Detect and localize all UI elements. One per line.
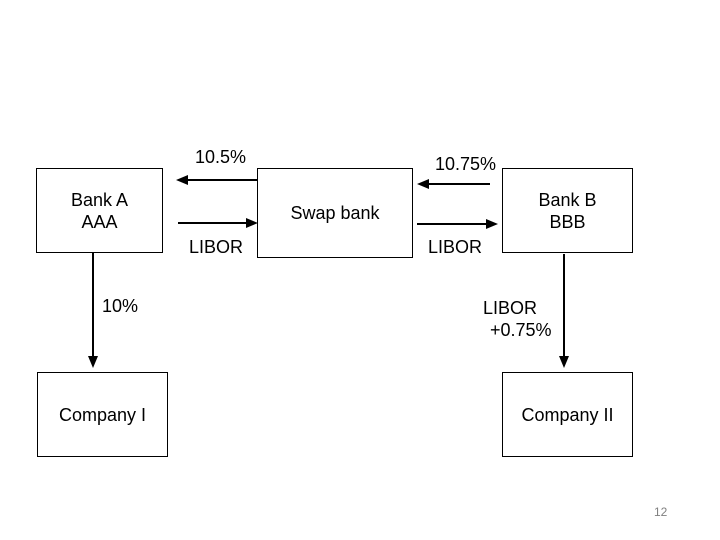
bank-b-rating: BBB: [549, 211, 586, 232]
rate-label-company-2-line1: LIBOR: [483, 298, 538, 318]
bank-a-rating: AAA: [81, 211, 118, 232]
bank-b-name: Bank B: [538, 189, 597, 210]
arrowhead-left-icon: [176, 175, 188, 185]
arrowhead-down-icon: [88, 356, 98, 368]
libor-label-right: LIBOR: [428, 237, 483, 257]
arrow-bank-a-to-company-1: [88, 253, 98, 368]
arrowhead-down-icon: [559, 356, 569, 368]
libor-label-left: LIBOR: [189, 237, 244, 257]
arrowhead-left-icon: [417, 179, 429, 189]
arrow-bank-a-to-swap: [178, 218, 258, 228]
rate-label-company-2-line2: +0.75%: [490, 320, 552, 340]
arrow-swap-to-bank-b: [417, 219, 498, 229]
rate-label-bank-a: 10.5%: [195, 147, 247, 167]
company-1-name: Company I: [58, 404, 147, 425]
rate-label-bank-b: 10.75%: [435, 154, 497, 174]
bank-b-box: Bank B BBB: [502, 168, 633, 253]
swap-bank-box: Swap bank: [257, 168, 413, 258]
rate-label-company-2: LIBOR +0.75%: [483, 297, 552, 341]
rate-label-company-1: 10%: [102, 296, 139, 316]
swap-bank-name: Swap bank: [290, 203, 380, 223]
company-2-box: Company II: [502, 372, 633, 457]
page-number: 12: [654, 505, 668, 519]
arrow-swap-to-bank-a: [176, 175, 257, 185]
arrowhead-right-icon: [246, 218, 258, 228]
arrow-bank-b-to-company-2: [559, 254, 569, 368]
company-1-box: Company I: [37, 372, 168, 457]
arrowhead-right-icon: [486, 219, 498, 229]
arrow-bank-b-to-swap: [417, 179, 490, 189]
bank-a-box: Bank A AAA: [36, 168, 163, 253]
company-2-name: Company II: [521, 404, 614, 425]
bank-a-name: Bank A: [70, 189, 129, 210]
